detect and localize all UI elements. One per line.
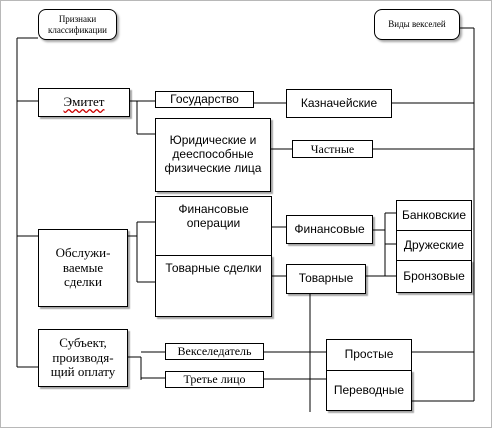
criterion-issuer-label: Эмитет <box>63 94 105 110</box>
subtype-state-label: Государство <box>170 92 239 107</box>
bill-friendly-label: Дружеские <box>403 237 465 252</box>
bill-financial: Финансовые <box>286 215 373 244</box>
criterion-issuer: Эмитет <box>38 88 130 117</box>
subtype-third-party: Третье лицо <box>165 371 264 388</box>
bill-simple: Простые <box>326 339 412 371</box>
criterion-payer: Субъект, производя-щий оплату <box>38 329 128 387</box>
bill-financial-label: Финансовые <box>294 221 365 236</box>
criterion-transactions: Обслужи-ваемые сделки <box>38 229 128 307</box>
header-classification-criteria: Признаки классификации <box>38 9 117 40</box>
bill-treasury-label: Казначейские <box>300 95 378 110</box>
criterion-payer-label: Субъект, производя-щий оплату <box>50 334 116 380</box>
header-bill-types-label: Виды векселей <box>388 19 446 30</box>
subtype-commodity: Товарные сделки <box>155 255 272 317</box>
bill-private: Частные <box>292 140 373 158</box>
subtype-commodity-label: Товарные сделки <box>165 261 262 275</box>
bill-private-label: Частные <box>310 142 355 157</box>
bill-bronze: Бронзовые <box>396 260 472 293</box>
bill-goods-label: Товарные <box>298 271 354 286</box>
bill-bank: Банковские <box>396 200 472 231</box>
bill-transferable: Переводные <box>326 370 412 411</box>
subtype-persons-label: Юридические и дееспособные физические ли… <box>164 133 262 175</box>
bill-bronze-label: Бронзовые <box>403 268 465 283</box>
subtype-drawer-label: Векселедатель <box>177 344 252 359</box>
bill-friendly: Дружеские <box>396 230 472 261</box>
subtype-drawer: Векселедатель <box>165 343 264 360</box>
header-classification-criteria-label: Признаки классификации <box>48 14 107 35</box>
subtype-state: Государство <box>155 91 254 108</box>
subtype-financial-ops: Финансовые операции <box>155 196 272 256</box>
header-bill-types: Виды векселей <box>374 9 460 40</box>
criterion-transactions-label: Обслужи-ваемые сделки <box>55 244 111 290</box>
bill-treasury: Казначейские <box>286 89 392 118</box>
subtype-persons: Юридические и дееспособные физические ли… <box>155 118 271 192</box>
bill-bank-label: Банковские <box>401 207 467 222</box>
subtype-third-party-label: Третье лицо <box>183 372 246 387</box>
bill-goods: Товарные <box>286 264 366 294</box>
bill-simple-label: Простые <box>344 347 394 362</box>
bill-transferable-label: Переводные <box>333 382 405 397</box>
subtype-financial-ops-label: Финансовые операции <box>178 202 249 230</box>
